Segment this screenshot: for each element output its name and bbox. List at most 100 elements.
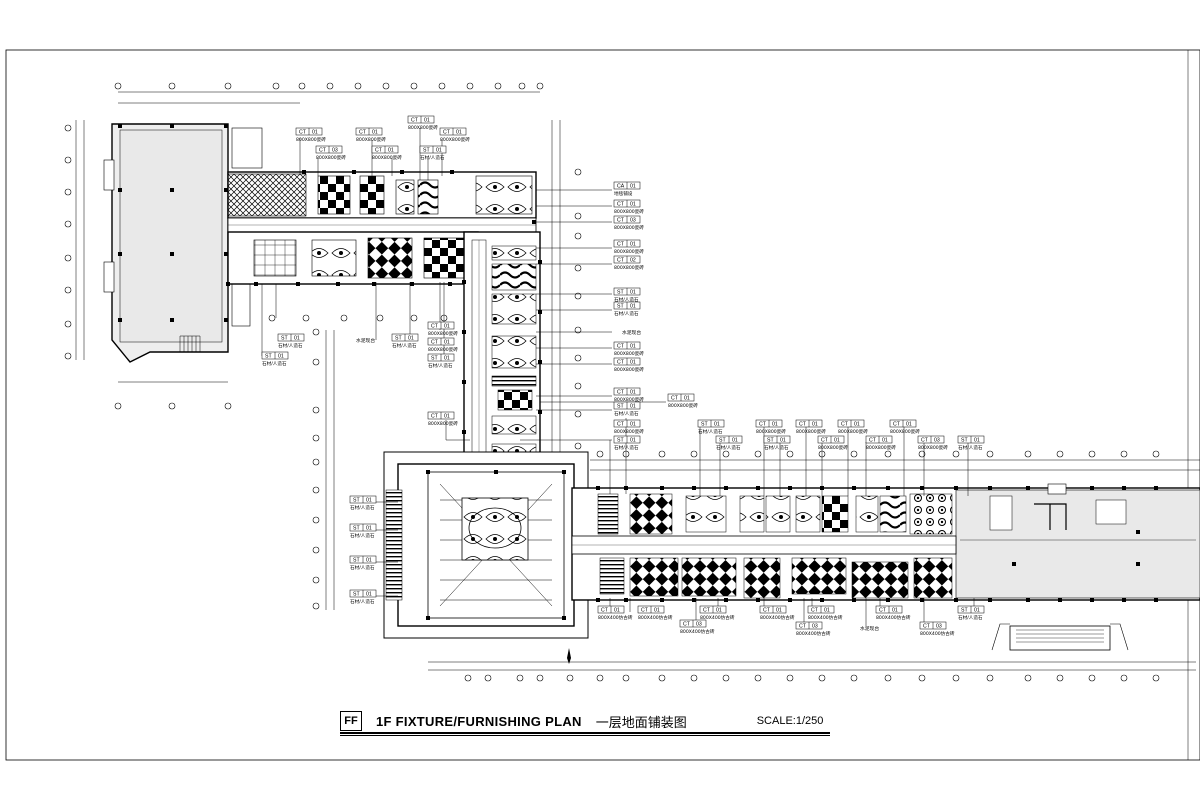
tag-note: 800X400仿古砖	[876, 614, 911, 621]
tag-code: ST	[617, 303, 624, 309]
tag-number: 01	[366, 497, 372, 503]
pool-note: 水泥现台	[356, 337, 375, 344]
tag-note: 石材/人造石	[350, 598, 375, 605]
tag-number: 01	[834, 437, 840, 443]
tag-code: CT	[617, 343, 625, 349]
tag-number: 01	[716, 607, 722, 613]
tag-code: CT	[799, 421, 807, 427]
tag-code: CT	[617, 421, 625, 427]
tag-number: 01	[424, 117, 430, 123]
tag-code: CT	[923, 623, 931, 629]
tag-note: 800X800瓷砖	[614, 208, 644, 215]
tag-note: 800X800瓷砖	[372, 154, 402, 161]
tag-number: 01	[278, 353, 284, 359]
tag-note: 石材/人造石	[350, 504, 375, 511]
pool-note: 水泥现台	[860, 625, 879, 632]
tag-code: CT	[869, 437, 877, 443]
tag-note: 石材/人造石	[350, 532, 375, 539]
tag-number: 03	[696, 621, 702, 627]
tag-code: CT	[641, 607, 649, 613]
tag-code: CT	[683, 621, 691, 627]
tag-note: 800X800瓷砖	[614, 248, 644, 255]
tag-number: 01	[630, 201, 636, 207]
tag-note: 石材/人造石	[278, 342, 303, 349]
tag-number: 02	[630, 257, 636, 263]
tag-note: 800X800瓷砖	[428, 346, 458, 353]
tag-code: CT	[841, 421, 849, 427]
tag-note: 石材/人造石	[958, 444, 983, 451]
tag-number: 01	[366, 557, 372, 563]
tag-code: CT	[921, 437, 929, 443]
tag-code: CT	[763, 607, 771, 613]
tag-number: 01	[436, 147, 442, 153]
tag-number: 03	[812, 623, 818, 629]
tag-note: 800X800瓷砖	[796, 428, 826, 435]
tag-number: 01	[732, 437, 738, 443]
tag-code: ST	[767, 437, 774, 443]
tag-code: ST	[395, 335, 402, 341]
tag-code: CT	[617, 241, 625, 247]
tag-number: 01	[312, 129, 318, 135]
title-underline	[340, 732, 830, 734]
drawing-code: FF	[340, 711, 362, 731]
tag-code: CT	[617, 389, 625, 395]
tag-note: 石材/人造石	[350, 564, 375, 571]
tag-code: ST	[617, 289, 624, 295]
tag-code: ST	[719, 437, 726, 443]
tag-number: 01	[906, 421, 912, 427]
tag-number: 03	[332, 147, 338, 153]
tag-note: 800X800瓷砖	[408, 124, 438, 131]
tag-note: 800X800瓷砖	[614, 224, 644, 231]
tag-note: 石材/人造石	[764, 444, 789, 451]
tag-code: ST	[265, 353, 272, 359]
tag-code: CT	[879, 607, 887, 613]
tag-note: 800X800瓷砖	[614, 396, 644, 403]
tag-number: 01	[630, 241, 636, 247]
tag-note: 石材/人造石	[614, 444, 639, 451]
tag-note: 800X800瓷砖	[668, 402, 698, 409]
tag-note: 800X800瓷砖	[890, 428, 920, 435]
tag-code: CT	[617, 257, 625, 263]
tag-code: CT	[359, 129, 367, 135]
leader-lines	[261, 128, 975, 628]
tag-number: 01	[444, 413, 450, 419]
tag-note: 800X800瓷砖	[614, 264, 644, 271]
tag-code: CT	[821, 437, 829, 443]
tag-note: 800X400仿古砖	[700, 614, 735, 621]
tag-note: 800X800瓷砖	[356, 136, 386, 143]
drawing-title: 1F FIXTURE/FURNISHING PLAN	[376, 713, 582, 729]
tag-number: 01	[772, 421, 778, 427]
tag-number: 01	[824, 607, 830, 613]
tag-code: CT	[431, 339, 439, 345]
tag-code: ST	[423, 147, 430, 153]
tag-note: 800X800瓷砖	[614, 366, 644, 373]
tag-code: ST	[353, 497, 360, 503]
tag-note: 800X400仿古砖	[760, 614, 795, 621]
title-block: FF 1F FIXTURE/FURNISHING PLAN 一层地面铺装图 SC…	[340, 710, 823, 732]
tag-note: 800X800瓷砖	[428, 420, 458, 427]
tag-number: 01	[630, 303, 636, 309]
tag-code: CT	[617, 201, 625, 207]
